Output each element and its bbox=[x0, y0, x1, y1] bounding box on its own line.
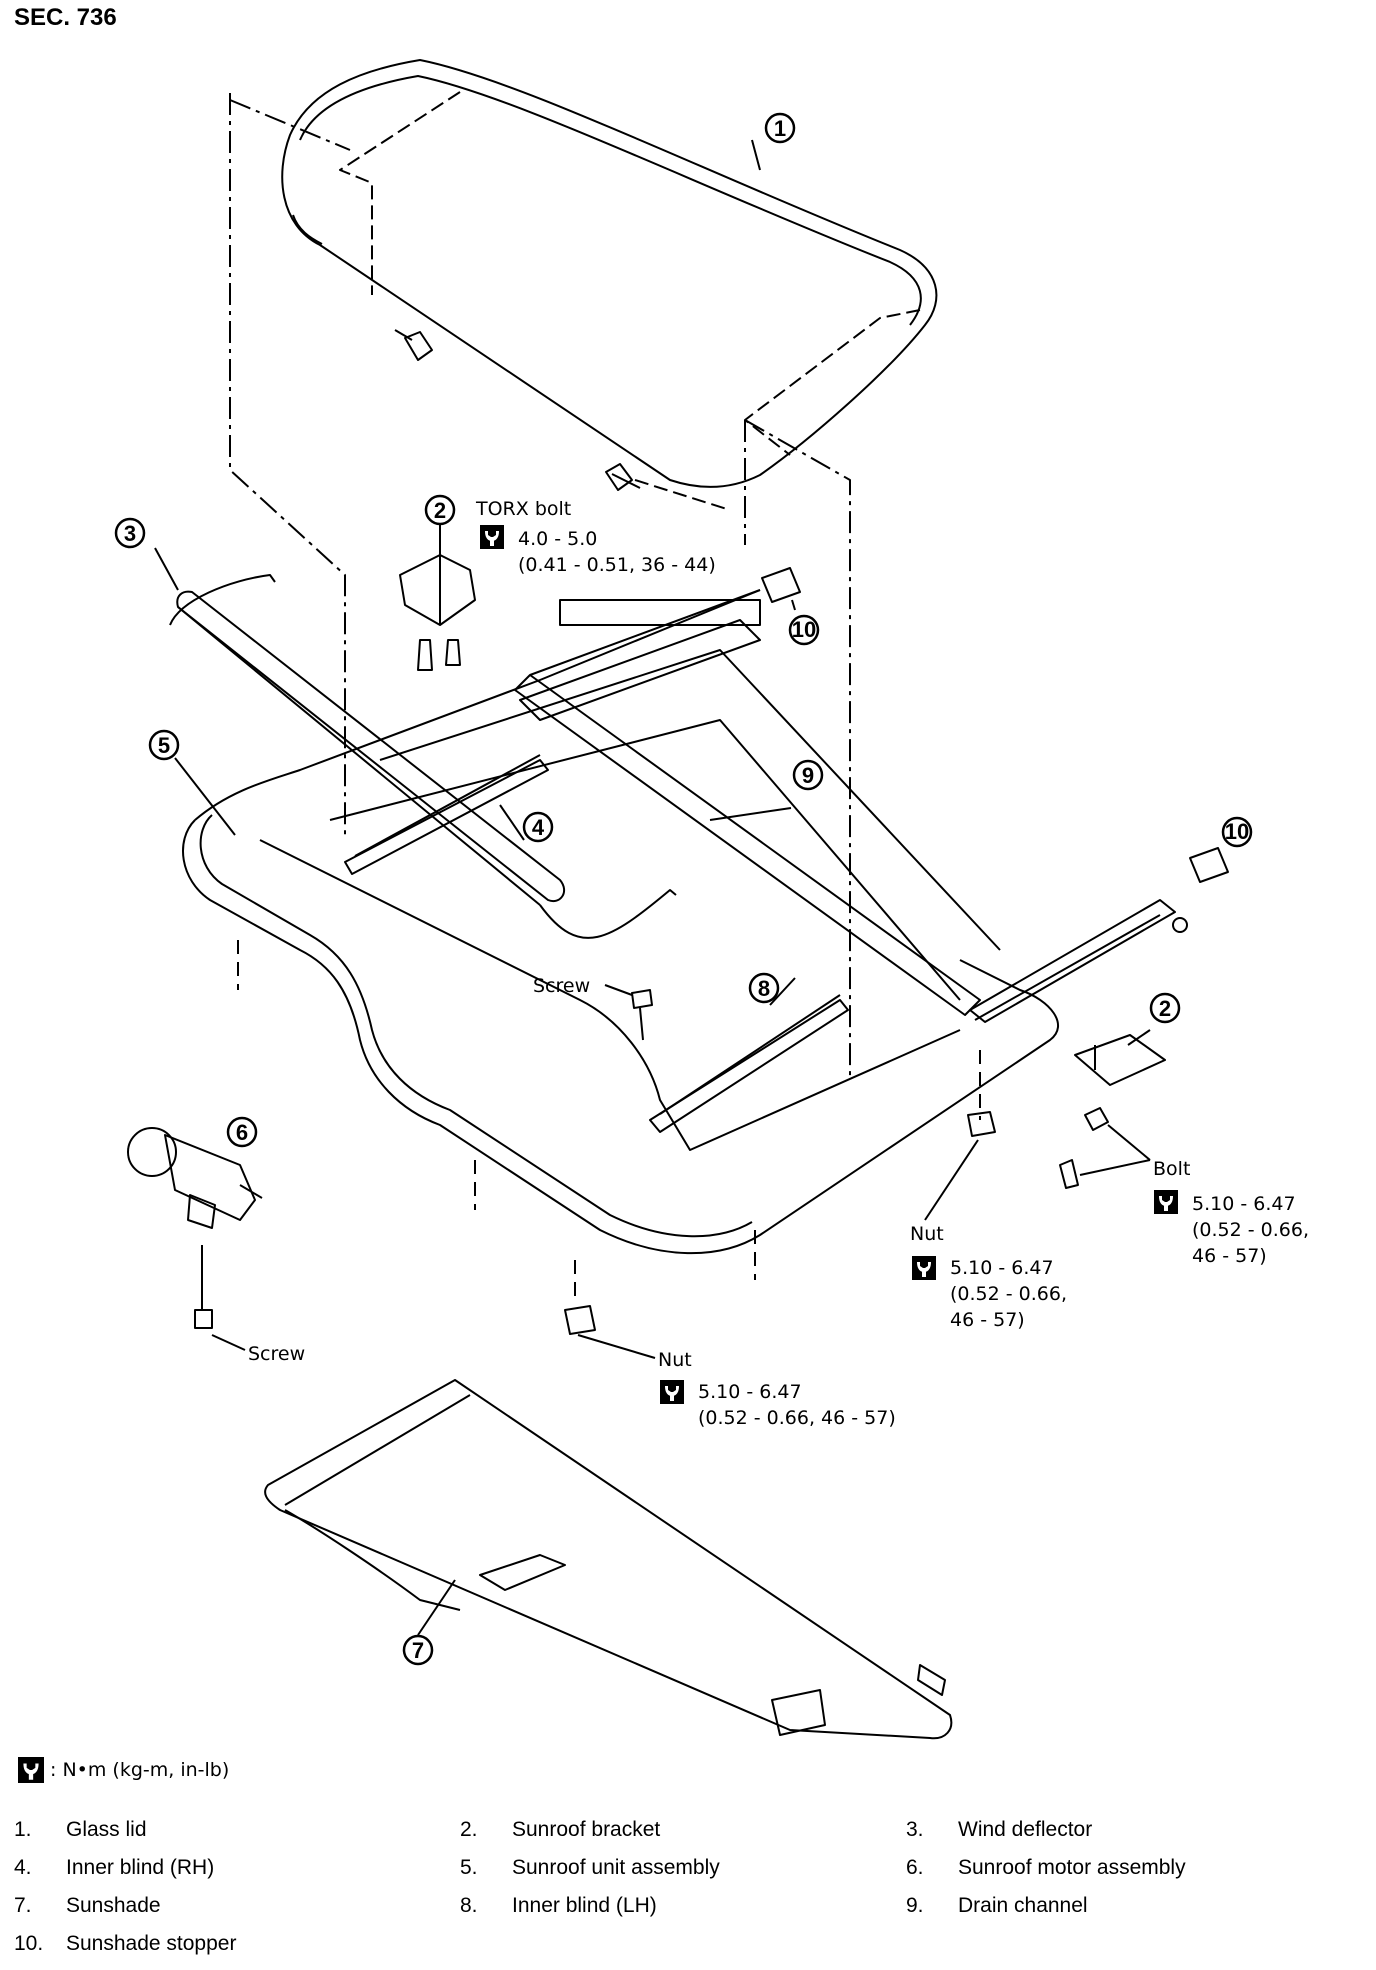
bolt-right bbox=[1059, 1107, 1151, 1189]
torx-bolt-spec-detail: (0.41 - 0.51, 36 - 44) bbox=[518, 554, 716, 576]
index-number-2-right: 2 bbox=[1149, 992, 1181, 1024]
bolt-spec-detail-2: 46 - 57) bbox=[1192, 1245, 1267, 1267]
inner-blind-rh bbox=[344, 754, 549, 875]
bolt-spec: 5.10 - 6.47 bbox=[1192, 1193, 1296, 1215]
index-number-10-upper: 10 bbox=[788, 614, 820, 646]
torque-legend-text: : N•m (kg-m, in-lb) bbox=[50, 1759, 230, 1781]
svg-text:10: 10 bbox=[1225, 819, 1249, 844]
torque-legend: : N•m (kg-m, in-lb) bbox=[18, 1757, 229, 1783]
svg-text:1: 1 bbox=[774, 116, 786, 141]
svg-text:8: 8 bbox=[758, 976, 770, 1001]
sunroof-bracket-right bbox=[1074, 1034, 1166, 1086]
screw-center bbox=[604, 984, 653, 1041]
right-guide-rail bbox=[969, 899, 1188, 1023]
svg-text:10: 10 bbox=[792, 617, 816, 642]
index-number-2-upper: 2 bbox=[424, 494, 456, 526]
svg-text:9: 9 bbox=[802, 763, 814, 788]
index-number-8: 8 bbox=[748, 972, 780, 1004]
index-number-4: 4 bbox=[522, 811, 554, 843]
index-number-1: 1 bbox=[764, 112, 796, 144]
svg-text:3: 3 bbox=[124, 521, 136, 546]
nut-bottom bbox=[564, 1305, 656, 1359]
sunroof-unit-frame bbox=[182, 589, 1060, 1255]
glass-lid bbox=[281, 59, 938, 488]
svg-text:6: 6 bbox=[236, 1120, 248, 1145]
inner-blind-lh bbox=[649, 994, 849, 1133]
torque-icon-bolt bbox=[1154, 1190, 1178, 1214]
index-number-6: 6 bbox=[226, 1116, 258, 1148]
section-number: SEC. 736 bbox=[14, 4, 117, 31]
nut-right bbox=[924, 1111, 996, 1221]
torx-bolt bbox=[605, 463, 641, 491]
nut-right-label: Nut bbox=[910, 1223, 944, 1245]
screw-center-label: Screw bbox=[533, 975, 590, 997]
screw-motor-label: Screw bbox=[248, 1343, 305, 1365]
torx-bolt-spec: 4.0 - 5.0 bbox=[518, 528, 597, 550]
nut-right-spec-detail-2: 46 - 57) bbox=[950, 1309, 1025, 1331]
nut-bottom-spec-detail: (0.52 - 0.66, 46 - 57) bbox=[698, 1407, 896, 1429]
index-number-3: 3 bbox=[114, 517, 146, 549]
sunshade bbox=[264, 1379, 953, 1740]
svg-text:7: 7 bbox=[412, 1638, 424, 1663]
index-number-5: 5 bbox=[148, 729, 180, 761]
svg-text:2: 2 bbox=[1159, 996, 1171, 1021]
svg-text:2: 2 bbox=[434, 498, 446, 523]
index-number-9: 9 bbox=[792, 759, 824, 791]
bolt-spec-detail: (0.52 - 0.66, bbox=[1192, 1219, 1309, 1241]
index-number-10-right: 10 bbox=[1221, 816, 1253, 848]
sunroof-motor-assembly bbox=[127, 1127, 263, 1351]
nut-right-spec-detail: (0.52 - 0.66, bbox=[950, 1283, 1067, 1305]
nut-bottom-spec: 5.10 - 6.47 bbox=[698, 1381, 802, 1403]
sunshade-stopper-right bbox=[1189, 847, 1229, 883]
nut-right-spec: 5.10 - 6.47 bbox=[950, 1257, 1054, 1279]
drain-channel bbox=[514, 589, 981, 1016]
torque-icon-nut-right bbox=[912, 1256, 936, 1280]
bolt-label: Bolt bbox=[1153, 1158, 1190, 1180]
svg-text:4: 4 bbox=[532, 815, 545, 840]
torque-icon-nut-bottom bbox=[660, 1380, 684, 1404]
torque-icon-torx bbox=[480, 525, 504, 549]
wind-deflector bbox=[169, 574, 677, 939]
sunroof-exploded-diagram: 1 2 3 10 5 9 4 10 bbox=[114, 59, 1309, 1740]
glass-lid-screw bbox=[394, 329, 433, 361]
sunshade-stopper-upper bbox=[761, 567, 801, 611]
svg-text:5: 5 bbox=[158, 733, 170, 758]
index-number-7: 7 bbox=[402, 1634, 434, 1666]
torx-bolt-label: TORX bolt bbox=[475, 498, 571, 520]
torque-wrench-icon bbox=[18, 1757, 44, 1783]
nut-bottom-label: Nut bbox=[658, 1349, 692, 1371]
sunroof-bracket-upper bbox=[399, 554, 476, 671]
